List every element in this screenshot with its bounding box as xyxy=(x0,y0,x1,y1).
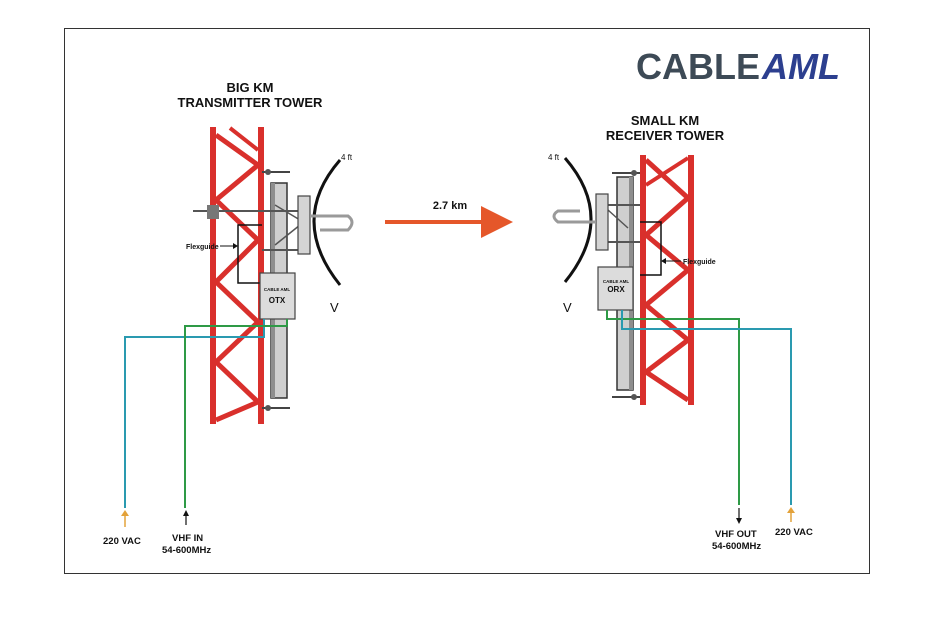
tx-dish-size: 4 ft xyxy=(341,153,353,162)
rx-signal-cable xyxy=(606,310,740,505)
diagram-frame xyxy=(64,28,870,574)
rx-title-line2: RECEIVER TOWER xyxy=(605,128,725,143)
rx-flexguide xyxy=(640,221,681,276)
rx-lattice-tower xyxy=(640,155,694,405)
tx-power-cable xyxy=(124,319,265,508)
rx-tower-title: SMALL KM RECEIVER TOWER xyxy=(570,113,760,143)
tx-dish-antenna xyxy=(297,159,354,286)
rx-polarization: V xyxy=(563,300,572,315)
rx-power-label: 220 VAC xyxy=(775,527,813,538)
rx-power-cable xyxy=(621,310,792,505)
tx-unit-brand: CABLE AML xyxy=(264,287,291,292)
tx-power-arrow xyxy=(121,510,129,527)
tx-unit-name: OTX xyxy=(269,296,286,305)
rx-signal-label-line2: 54-600MHz xyxy=(712,541,761,552)
link-distance: 2.7 km xyxy=(433,200,467,212)
tx-signal-cable xyxy=(184,319,288,508)
rx-signal-label-line1: VHF OUT xyxy=(715,529,757,540)
tx-title-line2: TRANSMITTER TOWER xyxy=(177,95,323,110)
logo-aml-text: AML xyxy=(761,46,840,87)
tx-unit-otx xyxy=(259,272,296,320)
tx-signal-arrow xyxy=(183,510,189,525)
rx-signal-arrow xyxy=(736,508,742,524)
rx-flexguide-label: Flexguide xyxy=(683,259,716,266)
tx-signal-label-line1: VHF IN xyxy=(172,533,203,544)
rx-title-line1: SMALL KM xyxy=(630,113,700,128)
rx-unit-brand: CABLE AML xyxy=(603,279,630,284)
tx-polarization: V xyxy=(330,300,339,315)
rx-unit-name: ORX xyxy=(607,285,625,294)
tx-title-line1: BIG KM xyxy=(226,80,274,95)
rx-dish-size: 4 ft xyxy=(548,153,560,162)
tx-flexguide xyxy=(220,224,262,284)
tx-tower-title: BIG KM TRANSMITTER TOWER xyxy=(150,80,350,110)
cable-aml-logo: CABLE AML xyxy=(636,46,840,87)
rx-power-arrow xyxy=(787,507,795,522)
tx-flexguide-label: Flexguide xyxy=(186,244,219,251)
logo-cable-text: CABLE xyxy=(636,46,760,87)
tx-power-label: 220 VAC xyxy=(103,536,141,547)
rx-dish-antenna xyxy=(552,157,609,283)
tx-lattice-tower xyxy=(210,126,264,424)
rx-unit-orx xyxy=(597,266,634,311)
tx-signal-label-line2: 54-600MHz xyxy=(162,545,211,556)
